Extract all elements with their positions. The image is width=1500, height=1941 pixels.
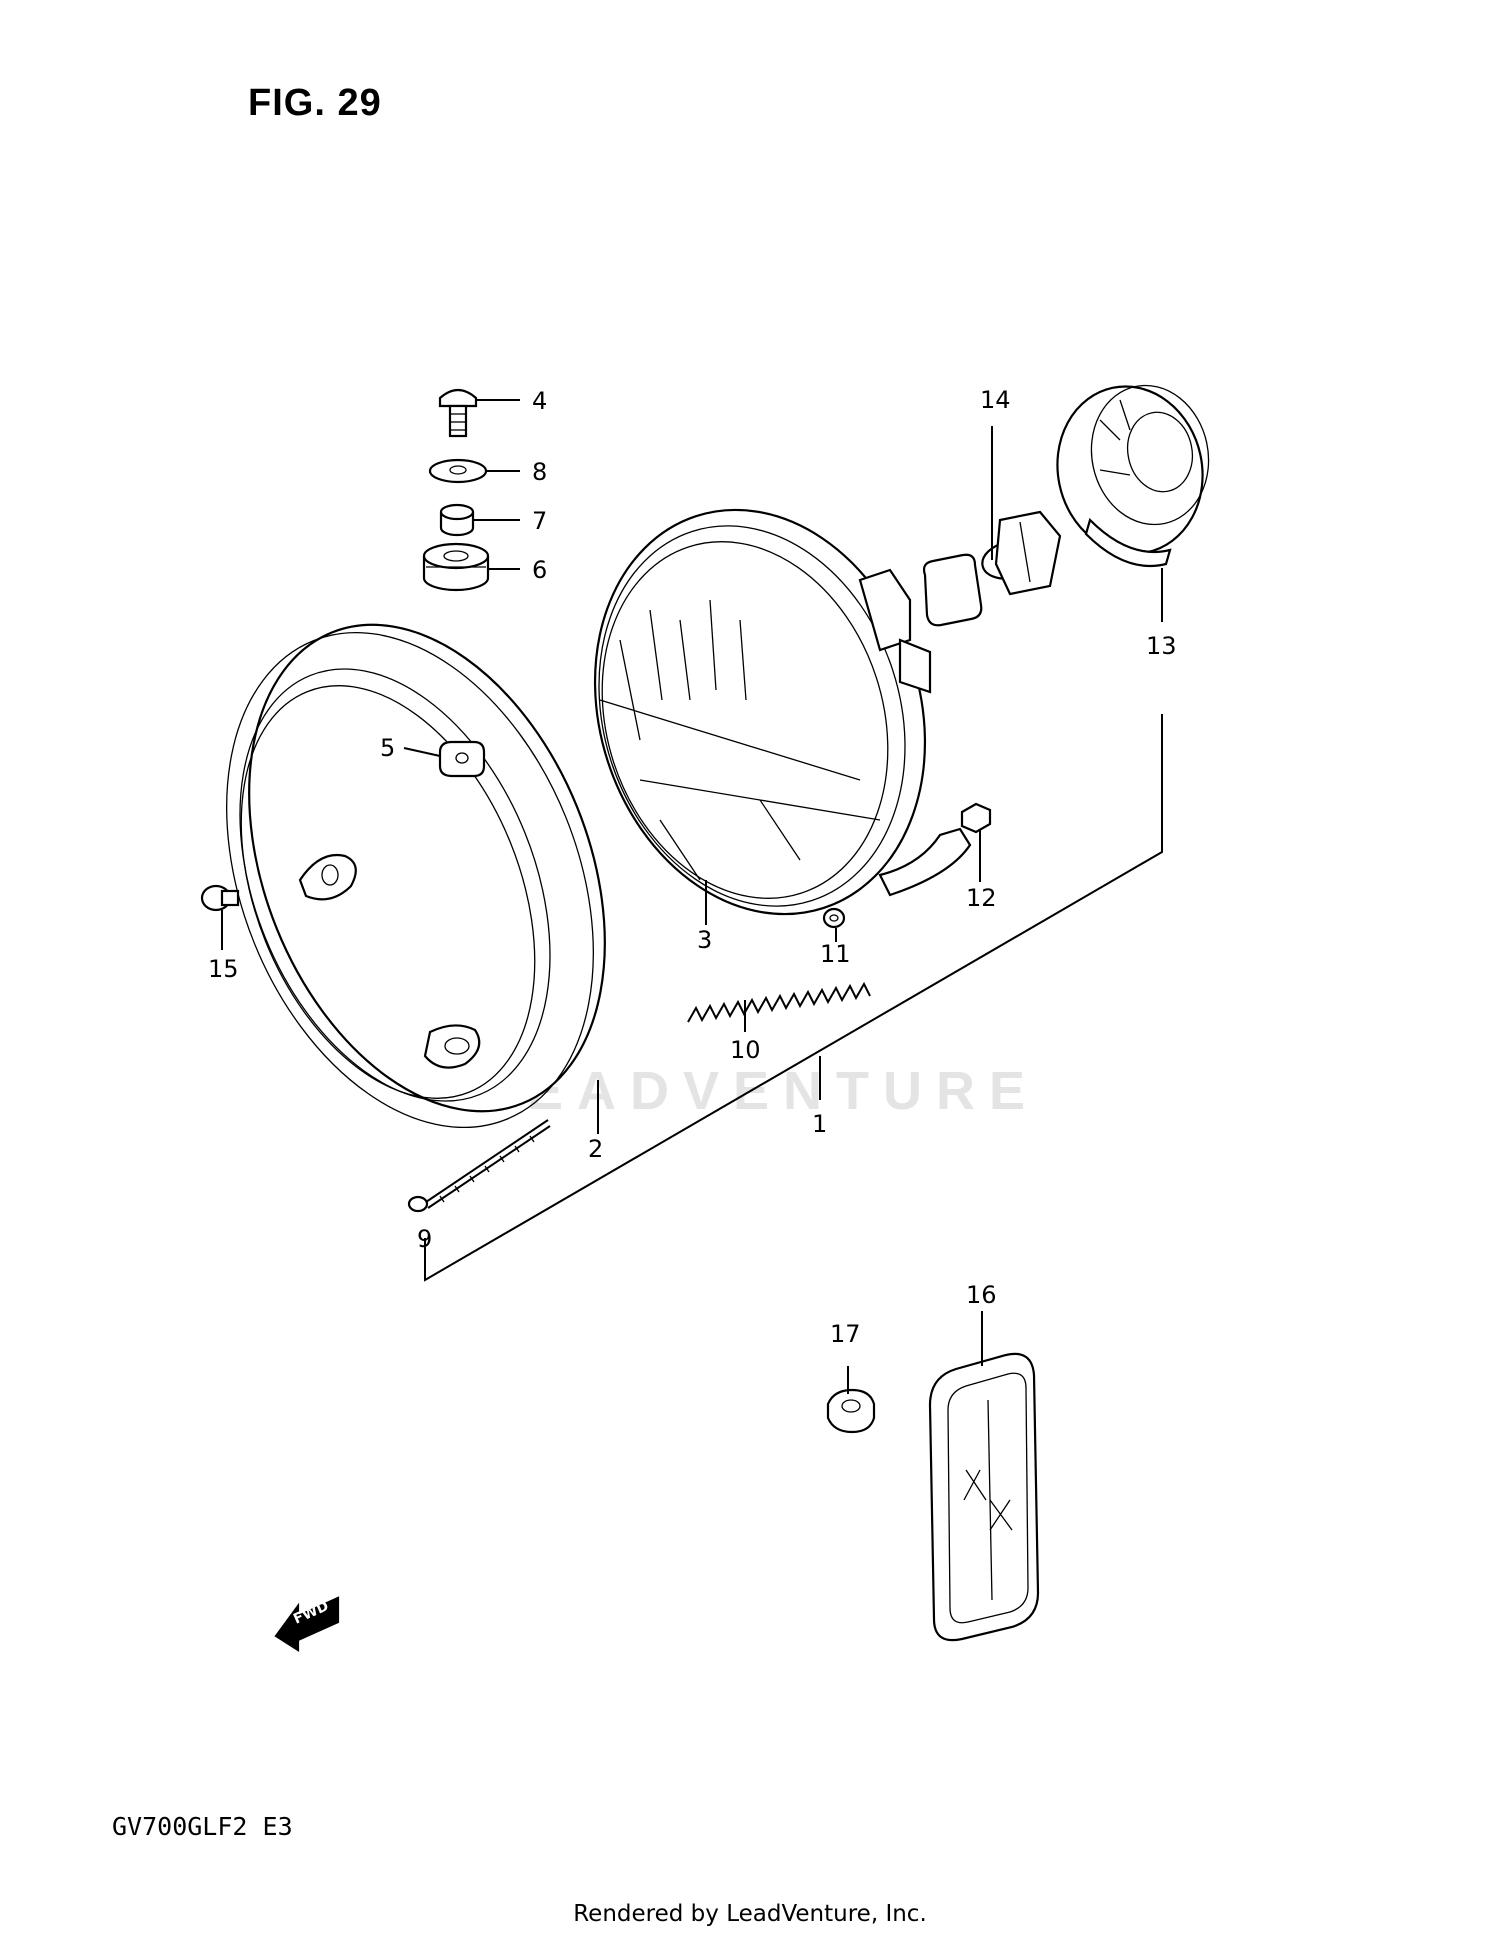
- callout-12: 12: [966, 884, 997, 912]
- screw-icon: [438, 388, 478, 438]
- bolt-icon: [200, 884, 240, 912]
- model-code: GV700GLF2 E3: [112, 1812, 293, 1841]
- callout-8: 8: [532, 458, 547, 486]
- callout-2: 2: [588, 1135, 603, 1163]
- footer-credit: Rendered by LeadVenture, Inc.: [573, 1901, 927, 1927]
- reflector-nut-icon: [826, 1388, 876, 1434]
- callout-13: 13: [1146, 632, 1177, 660]
- washer-icon: [428, 458, 488, 484]
- nut-icon: [960, 802, 992, 834]
- watermark: LEADVENTURE: [480, 1061, 1040, 1121]
- socket-housing-icon: [1056, 384, 1210, 568]
- callout-14: 14: [980, 386, 1011, 414]
- clip-icon: [438, 740, 486, 778]
- fwd-arrow-icon: FWD: [274, 1596, 340, 1653]
- headlight-rim-icon: [226, 623, 606, 1129]
- collar-icon: [439, 503, 475, 537]
- reflector-icon: [928, 1352, 1040, 1642]
- bulb-icon: [922, 510, 1062, 627]
- leader-lines: [221, 399, 1163, 1394]
- callout-11: 11: [820, 940, 851, 968]
- callout-4: 4: [532, 387, 547, 415]
- callout-6: 6: [532, 556, 547, 584]
- callout-15: 15: [208, 955, 239, 983]
- headlight-unit-icon: [593, 508, 972, 916]
- spring-icon: [687, 981, 871, 1023]
- small-washer-icon: [822, 907, 846, 929]
- callout-16: 16: [966, 1281, 997, 1309]
- callout-1: 1: [812, 1110, 827, 1138]
- callout-7: 7: [532, 507, 547, 535]
- grommet-icon: [422, 542, 490, 592]
- callout-5: 5: [380, 734, 395, 762]
- callout-17: 17: [830, 1320, 861, 1348]
- callout-3: 3: [697, 926, 712, 954]
- callout-10: 10: [730, 1036, 761, 1064]
- callout-9: 9: [417, 1225, 432, 1253]
- long-screw-icon: [407, 1119, 551, 1213]
- figure-title: FIG. 29: [248, 82, 382, 124]
